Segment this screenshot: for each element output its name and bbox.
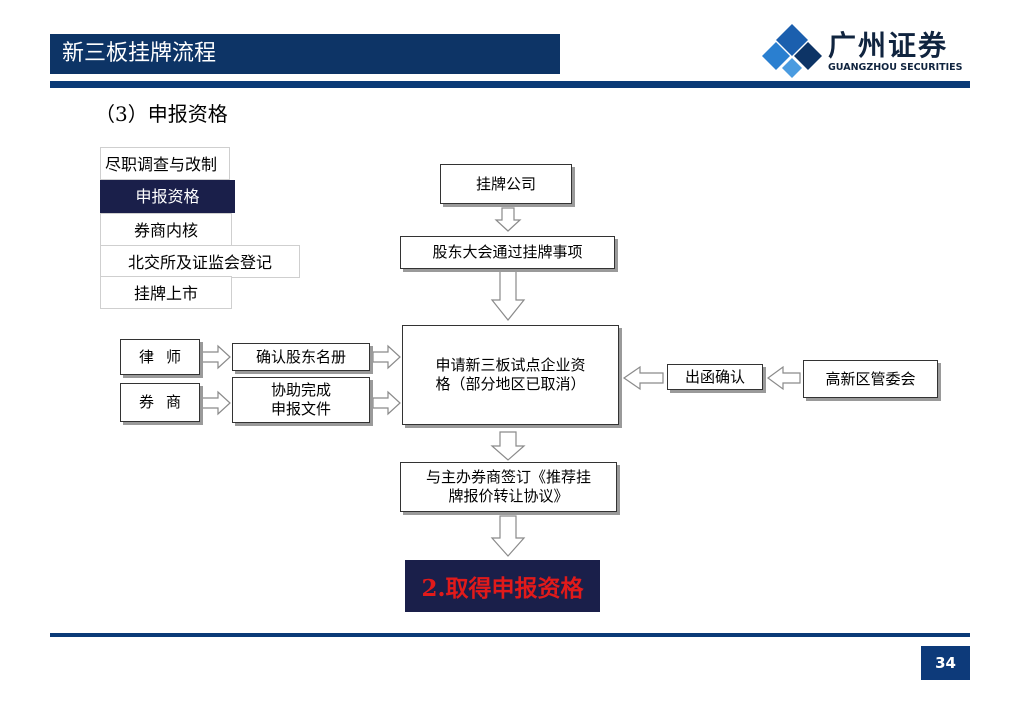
page-title: 新三板挂牌流程 bbox=[50, 34, 560, 74]
lawyer-box: 律师 bbox=[120, 339, 200, 375]
hitech-committee-box: 高新区管委会 bbox=[803, 360, 938, 398]
step-registration: 北交所及证监会登记 bbox=[100, 245, 300, 278]
page-number: 34 bbox=[921, 646, 970, 680]
footer-divider bbox=[50, 633, 970, 637]
confirm-roster-box: 确认股东名册 bbox=[232, 343, 370, 371]
logo-mark-icon bbox=[762, 24, 822, 78]
sign-agreement-box: 与主办券商签订《推荐挂 牌报价转让协议》 bbox=[400, 462, 617, 512]
assist-line-1: 协助完成 bbox=[270, 381, 331, 400]
sign-line-1: 与主办券商签订《推荐挂 bbox=[425, 468, 591, 487]
result-qualification-label: 2.取得申报资格 bbox=[405, 560, 600, 612]
step-listing: 挂牌上市 bbox=[100, 276, 232, 309]
step-due-diligence: 尽职调查与改制 bbox=[100, 147, 230, 180]
shareholders-meeting-box: 股东大会通过挂牌事项 bbox=[400, 236, 615, 269]
logo-name-en: GUANGZHOU SECURITIES bbox=[828, 62, 963, 73]
apply-line-1: 申请新三板试点企业资 bbox=[435, 356, 586, 375]
letter-confirm-box: 出函确认 bbox=[667, 364, 763, 390]
step-broker-review: 券商内核 bbox=[100, 213, 232, 246]
section-subtitle: （3）申报资格 bbox=[95, 102, 228, 126]
listing-company-box: 挂牌公司 bbox=[440, 164, 572, 204]
guangzhou-securities-logo: 广州证券 GUANGZHOU SECURITIES bbox=[762, 22, 972, 78]
assist-line-2: 申报文件 bbox=[270, 400, 331, 418]
header-divider bbox=[50, 81, 970, 88]
broker-box: 券商 bbox=[120, 383, 200, 422]
sign-line-2: 牌报价转让协议》 bbox=[448, 487, 569, 505]
step-qualification: 申报资格 bbox=[100, 180, 235, 213]
logo-name-cn: 广州证券 bbox=[828, 29, 949, 62]
apply-qualification-box: 申请新三板试点企业资 格（部分地区已取消） bbox=[402, 325, 619, 425]
apply-line-2: 格（部分地区已取消） bbox=[435, 375, 586, 393]
assist-documents-box: 协助完成 申报文件 bbox=[232, 377, 370, 423]
